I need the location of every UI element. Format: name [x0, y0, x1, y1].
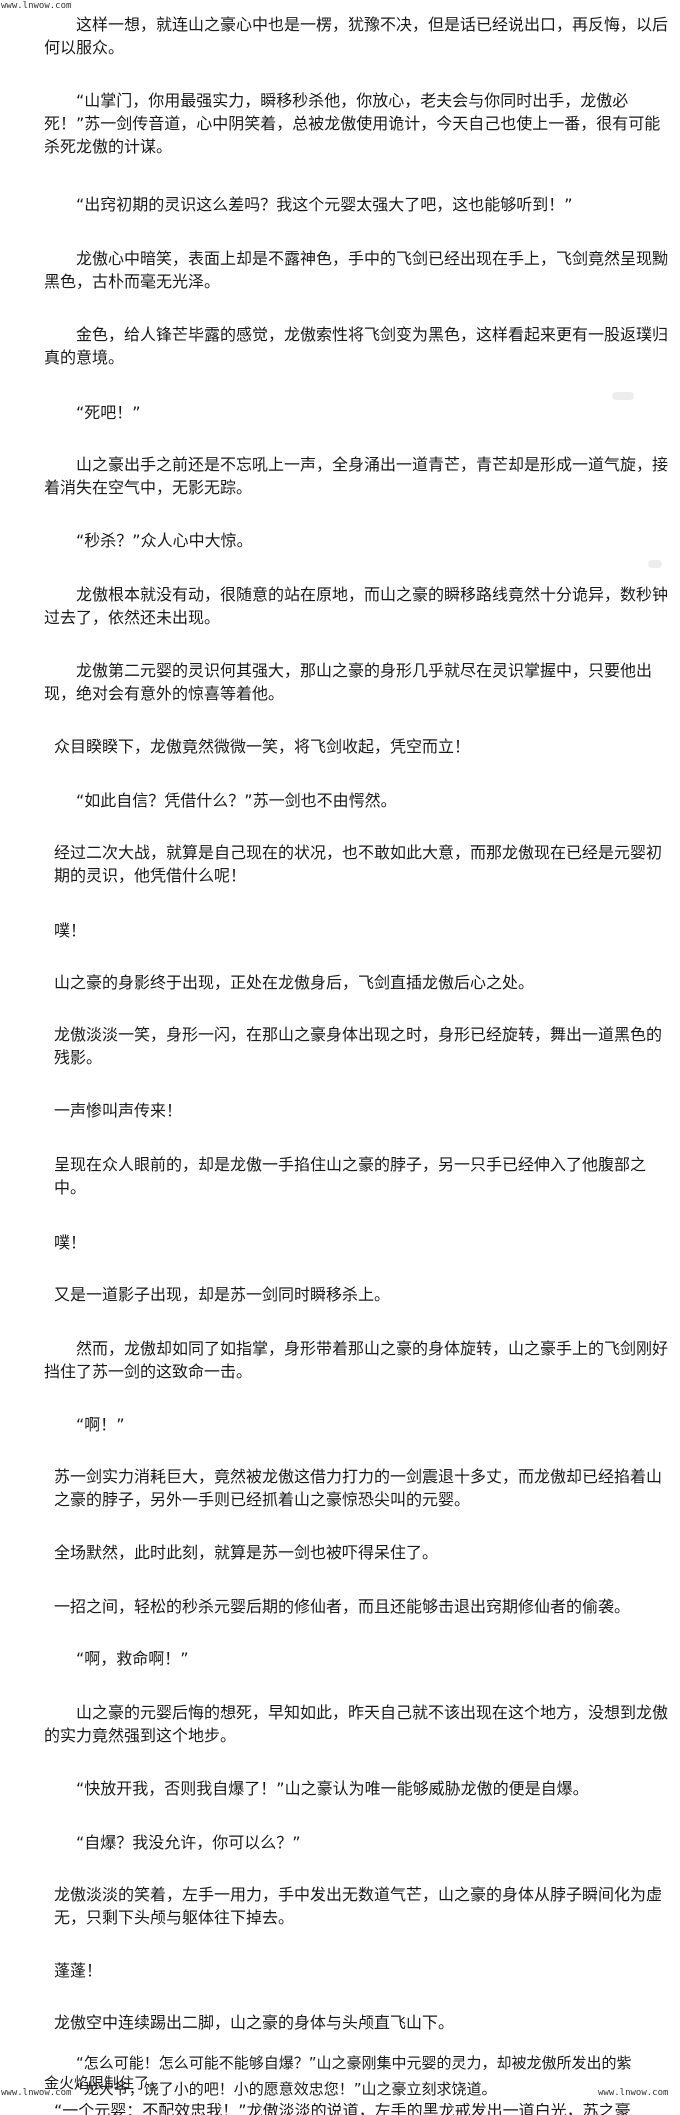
paragraph-14: 噗！: [54, 921, 87, 940]
paragraph-32: 龙傲空中连续踢出二脚，山之豪的身体与头颅直飞山下。: [54, 2013, 455, 2032]
paragraph-18: 呈现在众人眼前的，却是龙傲一手掐住山之豪的脖子，另一只手已经伸入了他腹部之中。: [54, 1155, 647, 1197]
paragraph-19: 噗！: [54, 1233, 87, 1252]
paragraph-25: 一招之间，轻松的秒杀元婴后期的修仙者，而且还能够击退出窍期修仙者的偷袭。: [54, 1597, 631, 1616]
paragraph-30: 龙傲淡淡的笑着，左手一用力，手中发出无数道气芒，山之豪的身体从脖子瞬间化为虚无，…: [54, 1885, 663, 1927]
paragraph-3: “出窍初期的灵识这么差吗？我这个元婴太强大了吧，这也能够听到！”: [76, 195, 573, 214]
paragraph-2: “山掌门，你用最强实力，瞬移秒杀他，你放心，老夫会与你同时出手，龙傲必死！”苏一…: [44, 91, 661, 156]
paragraph-6: “死吧！”: [76, 403, 141, 422]
paragraph-11: 众目睽睽下，龙傲竟然微微一笑，将飞剑收起，凭空而立！: [54, 737, 471, 756]
paragraph-20: 又是一道影子出现，却是苏一剑同时瞬移杀上。: [54, 1285, 391, 1304]
paragraph-21: 然而，龙傲却如同了如指掌，身形带着那山之豪的身体旋转，山之豪手上的飞剑刚好挡住了…: [44, 1339, 669, 1381]
paragraph-29: “自爆？我没允许，你可以么？”: [76, 1833, 301, 1852]
paragraph-24: 全场默然，此时此刻，就算是苏一剑也被吓得呆住了。: [54, 1543, 439, 1562]
paragraph-15: 山之豪的身影终于出现，正处在龙傲身后，飞剑直插龙傲后心之处。: [54, 973, 535, 992]
paragraph-4: 龙傲心中暗笑，表面上却是不露神色，手中的飞剑已经出现在手上，飞剑竟然呈现黝黑色，…: [44, 249, 669, 291]
paragraph-33: “怎么可能！怎么可能不能够自爆？”山之豪刚集中元婴的灵力，却被龙傲所发出的紫金火…: [44, 2054, 632, 2092]
paragraph-31: 蓬蓬！: [54, 1961, 103, 1980]
watermark-top: www.lnwow.com: [1, 1, 72, 11]
paragraph-5: 金色，给人锋芒毕露的感觉，龙傲索性将飞剑变为黑色，这样看起来更有一股返璞归真的意…: [44, 325, 669, 367]
paragraph-26: “啊，救命啊！”: [76, 1649, 189, 1668]
paragraph-13: 经过二次大战，就算是自己现在的状况，也不敢如此大意，而那龙傲现在已经是元婴初期的…: [54, 843, 663, 885]
paragraph-10: 龙傲第二元婴的灵识何其强大，那山之豪的身形几乎就尽在灵识掌握中，只要他出现，绝对…: [44, 661, 653, 703]
scan-speck: [612, 392, 634, 400]
paragraph-8: “秒杀？”众人心中大惊。: [76, 531, 253, 550]
scan-speck: [648, 560, 662, 568]
paragraph-16: 龙傲淡淡一笑，身形一闪，在那山之豪身体出现之时，身形已经旋转，舞出一道黑色的残影…: [54, 1025, 663, 1067]
watermark-bottom-left: www.lnwow.com: [1, 2088, 72, 2098]
paragraph-22: “啊！”: [76, 1415, 125, 1434]
cutoff-line: “一个元婴：不配效忠我！”龙傲淡淡的说道，左手的黑龙戒发出一道白光，苏之豪: [0, 2103, 680, 2115]
paragraph-23: 苏一剑实力消耗巨大，竟然被龙傲这借力打力的一剑震退十多丈，而龙傲却已经掐着山之豪…: [54, 1467, 663, 1509]
paragraph-27: 山之豪的元婴后悔的想死，早知如此，昨天自己就不该出现在这个地方，没想到龙傲的实力…: [44, 1703, 669, 1745]
paragraph-1: 这样一想，就连山之豪心中也是一楞，犹豫不决，但是话已经说出口，再反悔，以后何以服…: [44, 15, 669, 57]
paragraph-17: 一声惨叫声传来！: [54, 1101, 183, 1120]
paragraph-34: “龙大爷，饶了小的吧！小的愿意效忠您！”山之豪立刻求饶道。: [76, 2080, 497, 2098]
watermark-bottom-right: www.lnwow.com: [598, 2088, 669, 2098]
cutoff-line-text: “一个元婴：不配效忠我！”龙傲淡淡的说道，左手的黑龙戒发出一道白光，苏之豪: [54, 2103, 631, 2115]
paragraph-28: “快放开我，否则我自爆了！”山之豪认为唯一能够威胁龙傲的便是自爆。: [76, 1779, 589, 1798]
paragraph-9: 龙傲根本就没有动，很随意的站在原地，而山之豪的瞬移路线竟然十分诡异，数秒钟过去了…: [44, 585, 669, 627]
paragraph-12: “如此自信？凭借什么？”苏一剑也不由愕然。: [76, 791, 397, 810]
paragraph-7: 山之豪出手之前还是不忘吼上一声，全身涌出一道青芒，青芒却是形成一道气旋，接着消失…: [44, 455, 669, 497]
